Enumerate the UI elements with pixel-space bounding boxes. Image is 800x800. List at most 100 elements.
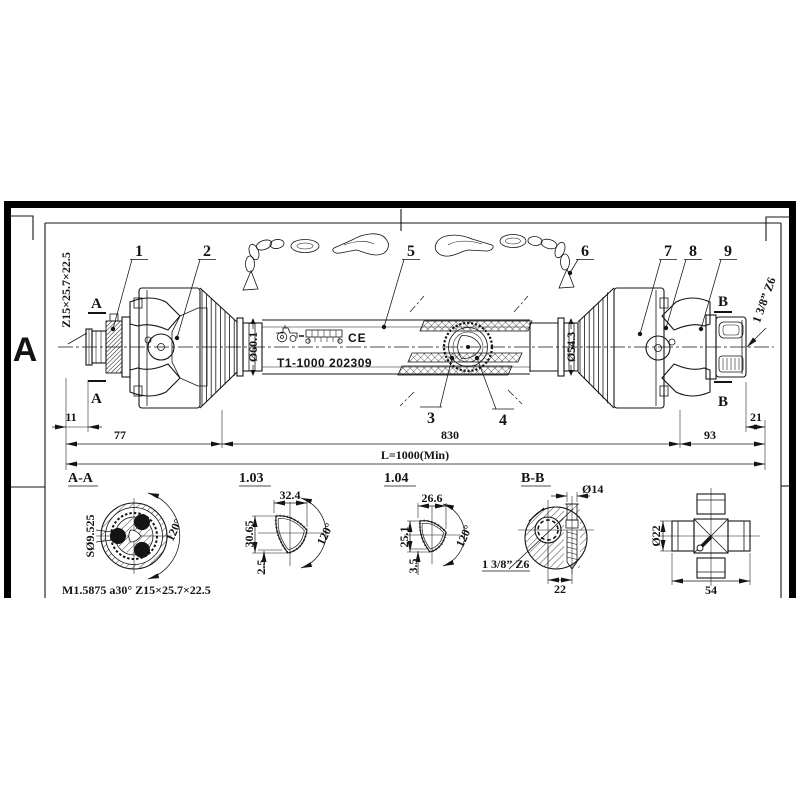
tractor-spline-label: 1 3/8” Z6: [746, 275, 779, 348]
callout-6: 6: [567, 243, 594, 276]
sheet-frame: A: [4, 201, 796, 598]
bell-clip-top-right: [659, 297, 669, 309]
guard-dia-right-label: Ø54.3: [564, 318, 578, 376]
svg-text:830: 830: [441, 428, 459, 442]
cross-journal: Ø22 54: [649, 488, 760, 597]
svg-text:11: 11: [65, 410, 76, 424]
left-spline-shaft: [85, 313, 131, 378]
bell-clip-bottom-right: [659, 385, 669, 397]
section-104-label: 1.04: [384, 471, 409, 486]
bb-spline-bore: [534, 516, 562, 544]
svg-text:8: 8: [689, 243, 697, 260]
main-assembly: Z15×25.7×22.5 A A: [52, 233, 779, 470]
callout-8: 8: [663, 243, 702, 331]
cross-width-text: 54: [705, 583, 717, 597]
ball-dia-text: SØ9.525: [83, 514, 97, 557]
tube-print: CE T1-1000 202309: [276, 325, 372, 370]
svg-text:2: 2: [203, 243, 211, 260]
border-right: [789, 201, 796, 598]
section-103-label: 1.03: [239, 471, 264, 486]
chain-connector-right: [499, 234, 527, 248]
section-bb-label: B-B: [521, 471, 544, 486]
callout-2: 2: [174, 243, 216, 341]
aa-angle-text: 120°: [163, 517, 185, 544]
border-top: [4, 201, 796, 208]
cut-letter-a-bottom: A: [91, 391, 102, 407]
t103-height-text: 30.65: [242, 521, 256, 548]
spline-spec-text: Z15×25.7×22.5: [59, 252, 73, 328]
t104-width-text: 26.6: [422, 491, 443, 505]
chain-anchor-right: [558, 267, 575, 289]
svg-text:1: 1: [135, 243, 143, 260]
section-103: 1.03 32.4 30.65 2.5 120°: [239, 471, 336, 575]
callout-3: 3: [420, 355, 455, 427]
section-bb: B-B Ø14 1 3/8” Z6: [482, 471, 603, 596]
tube-cutaway-section: [397, 295, 533, 407]
callout-4: 4: [474, 355, 514, 429]
section-cut-a-marks: A A: [88, 296, 106, 407]
zone-letter: A: [13, 331, 38, 369]
chain-connector-left: [290, 239, 320, 253]
right-safety-chain: [434, 234, 575, 289]
t104-wall-text: 3.5: [406, 559, 420, 574]
spline-ball: [134, 541, 150, 558]
t104-height-text: 25.1: [397, 527, 411, 548]
svg-text:L=1000(Min): L=1000(Min): [381, 448, 449, 462]
spline-ball: [110, 528, 126, 544]
bb-bolt-dia-text: Ø14: [582, 482, 603, 496]
cross-cup-bottom: [696, 557, 726, 579]
callout-7: 7: [637, 243, 677, 337]
border-left: [4, 201, 11, 598]
t103-angle-text: 120°: [314, 521, 336, 548]
cross-center-body: [693, 518, 729, 554]
tractor-hub: [715, 316, 747, 378]
cut-letter-b-top: B: [718, 294, 728, 310]
cross-cup-top: [696, 493, 726, 515]
aa-note-text: M1.5875 a30° Z15×25.7×22.5: [62, 583, 211, 597]
tractor-icon: [276, 325, 298, 343]
svg-text:5: 5: [407, 243, 415, 260]
dim-830: 830: [222, 428, 680, 447]
cut-letter-a-top: A: [91, 296, 102, 312]
right-cross-bearing: [645, 335, 671, 361]
spline-spec-label: Z15×25.7×22.5: [59, 252, 88, 345]
tractor-spline-text: 1 3/8” Z6: [749, 275, 778, 324]
section-aa: A-A SØ9.525 120° M1.5875 a30° Z15×25.7×2…: [62, 471, 211, 597]
left-cross-bearing: [147, 333, 175, 361]
dim-total-length: L=1000(Min): [66, 448, 765, 467]
snap-hook-left: [332, 233, 389, 256]
callout-1: 1: [110, 243, 148, 332]
corner-mark-right: [765, 216, 791, 241]
svg-text:4: 4: [499, 412, 507, 429]
grease-fitting: [700, 535, 713, 548]
left-yoke-bolt: [144, 336, 152, 344]
section-aa-label: A-A: [68, 471, 94, 486]
callouts: 1 2 5 6: [110, 243, 737, 429]
t104-angle-text: 120°: [453, 523, 475, 550]
model-print-text: T1-1000 202309: [277, 356, 372, 370]
dim-93: 93: [680, 428, 765, 447]
chain-anchor-left: [242, 269, 259, 291]
bb-offset-text: 22: [554, 582, 566, 596]
callout-9: 9: [698, 243, 737, 332]
bb-lock-bolt: [565, 503, 579, 570]
svg-text:9: 9: [724, 243, 732, 260]
corner-mark-left: [10, 215, 34, 240]
left-yoke: [129, 297, 208, 397]
cut-letter-b-bottom: B: [718, 394, 728, 410]
dim-77: 77: [66, 428, 222, 447]
main-dimensions: 11 77 830 93 21 L=1000(Min): [52, 378, 766, 470]
svg-text:3: 3: [427, 410, 435, 427]
callout-5: 5: [381, 243, 420, 330]
bearing-rosette: [442, 321, 494, 373]
dim-11: 11: [52, 410, 102, 430]
guard-dia-right-text: Ø54.3: [564, 332, 578, 362]
section-104: 1.04 26.6 25.1 3.5 120°: [384, 471, 475, 575]
bb-spline-text: 1 3/8” Z6: [482, 557, 529, 571]
svg-text:93: 93: [704, 428, 716, 442]
snap-hook-right: [434, 234, 494, 257]
implement-icon: [305, 329, 343, 344]
bell-clip-top: [133, 297, 143, 309]
section-cut-b-marks: B B: [714, 294, 732, 410]
